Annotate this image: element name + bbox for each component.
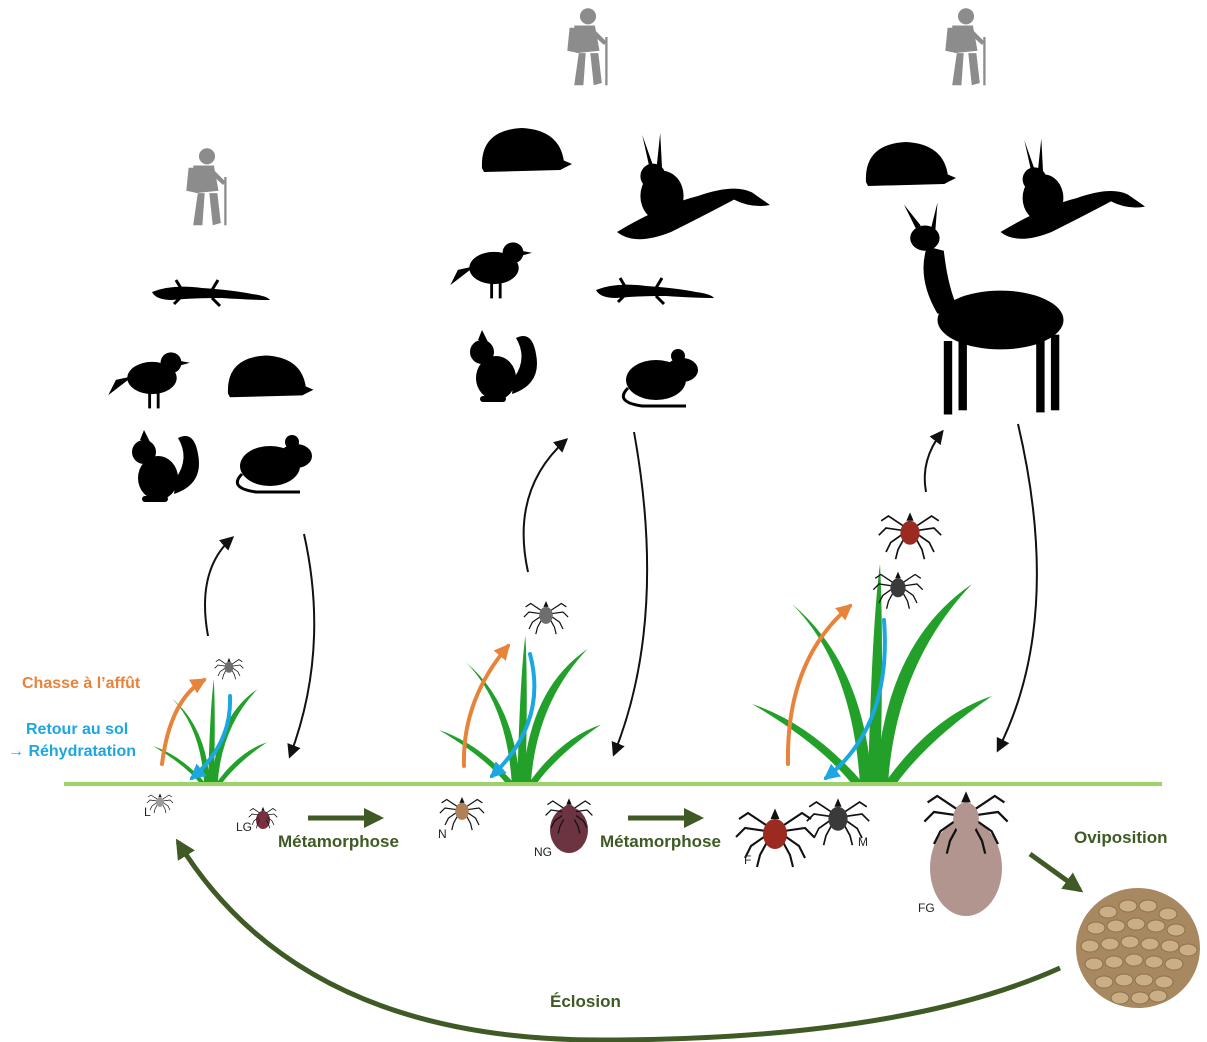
host-group-nymph <box>450 128 770 406</box>
hare-icon <box>1001 139 1146 239</box>
bird-icon <box>108 352 190 408</box>
hiker-icon <box>567 8 607 85</box>
grass-tufts <box>153 564 992 784</box>
hatching-label: Éclosion <box>550 992 621 1011</box>
host-arrows <box>205 424 1037 756</box>
host-group-adult <box>866 139 1145 415</box>
questing-adult-ticks <box>873 512 941 608</box>
stage-label-engorged-female: FG <box>918 901 935 915</box>
return-label-line1: Retour au sol <box>26 721 128 738</box>
questing-female-tick <box>879 512 941 559</box>
squirrel-icon <box>132 430 199 502</box>
oviposition-label: Oviposition <box>1074 828 1168 847</box>
stage-label-nymph: N <box>438 827 447 841</box>
hedgehog-icon <box>482 128 572 172</box>
hunting-label: Chasse à l’affût <box>22 675 141 692</box>
egg-mass <box>1076 888 1200 1008</box>
lizard-icon <box>596 278 714 304</box>
hiker-icon <box>186 148 226 225</box>
return-label-line2: → Réhydratation <box>8 743 136 760</box>
hiker-icon <box>945 8 985 85</box>
mouse-icon <box>237 435 312 492</box>
stage-label-engorged-nymph: NG <box>534 845 552 859</box>
hedgehog-icon <box>866 142 956 186</box>
questing-larva-tick <box>215 658 244 679</box>
metamorphosis-label-1: Métamorphose <box>278 832 399 851</box>
host-group-larva <box>108 280 313 502</box>
lizard-icon <box>152 280 270 306</box>
stage-label-female: F <box>744 853 751 867</box>
metamorphosis-label-2: Métamorphose <box>600 832 721 851</box>
ground-stages: L LG Métamorphose N NG Métamorphose F M … <box>144 791 1008 916</box>
stage-label-male: M <box>858 835 868 849</box>
mouse-icon <box>623 349 698 406</box>
oviposition-arrow <box>1030 854 1080 890</box>
stage-label-engorged-larva: LG <box>236 820 252 834</box>
questing-ticks <box>215 601 568 679</box>
nymph-tick <box>440 797 484 830</box>
hedgehog-icon <box>228 356 314 398</box>
engorged-female-body <box>930 820 1002 916</box>
bird-icon <box>450 242 532 298</box>
hare-icon <box>617 133 770 239</box>
stage-label-larva: L <box>144 805 151 819</box>
questing-nymph-tick <box>524 601 568 634</box>
larva-tick <box>147 794 173 814</box>
squirrel-icon <box>470 330 537 402</box>
